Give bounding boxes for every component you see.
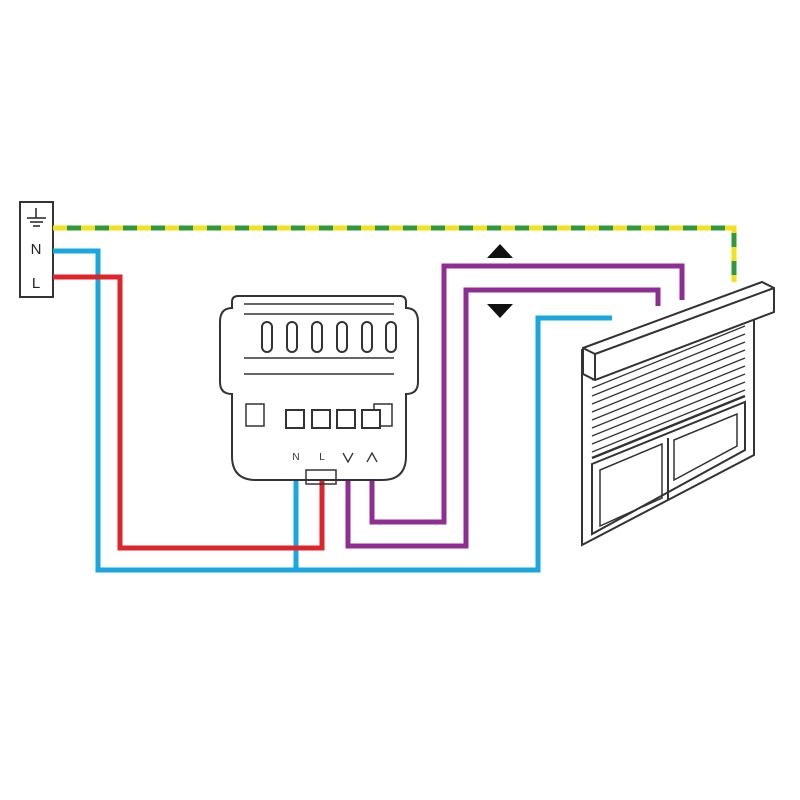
arrow-down-icon [342,452,354,464]
supply-label-neutral: N [31,241,42,258]
line-wire [53,274,325,551]
earth-ground-icon [27,208,46,227]
earth-wire [53,225,737,282]
triangle-down-icon [487,304,513,318]
supply-label-line: L [32,275,40,292]
roller-shutter [581,280,775,547]
neutral-wire [53,248,612,573]
motor-wire-down [345,287,661,549]
roller-shutter-switch [219,295,419,485]
terminal-label-neutral: N [292,452,299,463]
motor-wire-up [369,263,685,525]
arrow-up-icon [366,451,378,463]
triangle-up-icon [487,244,513,258]
supply-terminal-block: N L [19,201,54,298]
terminal-label-line: L [319,452,325,463]
